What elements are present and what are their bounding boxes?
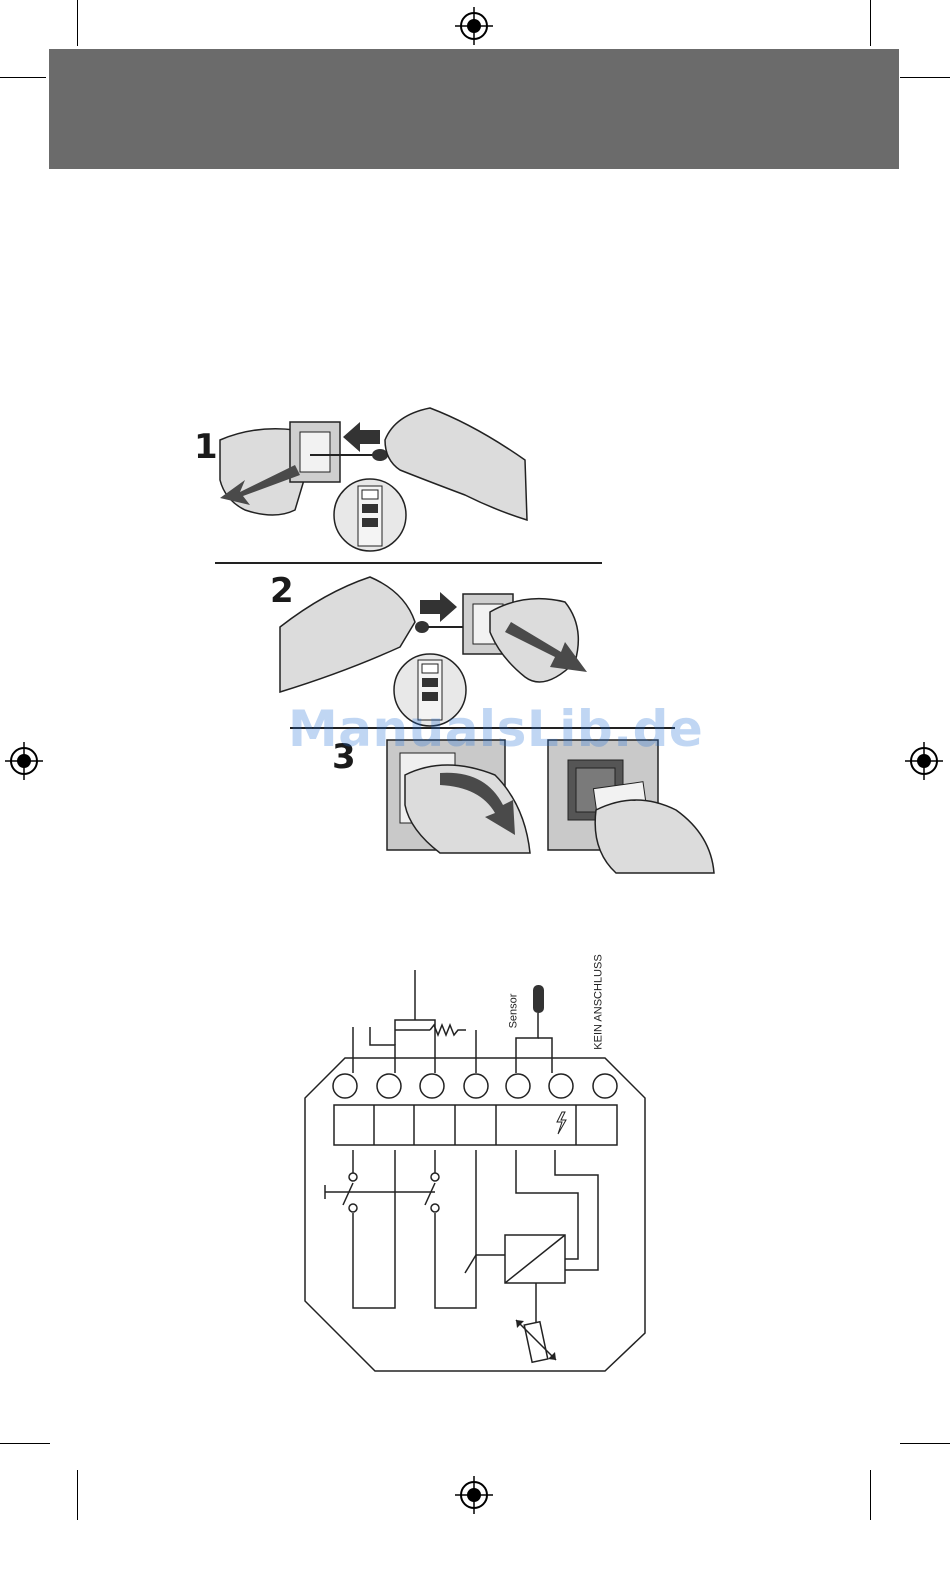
sensor-probe (533, 985, 544, 1013)
crop-mark (77, 0, 78, 46)
header-bar (49, 49, 899, 169)
registration-mark-top (455, 7, 493, 45)
no-connection-label: KEIN ANSCHLUSS (593, 954, 605, 1049)
sensor-label: Sensor (507, 994, 519, 1029)
crop-mark (0, 1443, 50, 1444)
step-1-illustration (215, 400, 535, 550)
crop-mark (870, 0, 871, 46)
crop-mark (870, 1470, 871, 1520)
crop-mark (77, 1470, 78, 1520)
wiring-diagram (300, 955, 660, 1380)
crop-mark (900, 1443, 950, 1444)
registration-mark-bottom (455, 1476, 493, 1514)
crop-mark (900, 77, 950, 78)
step-divider (215, 562, 602, 564)
crop-mark (0, 77, 46, 78)
registration-mark-left (5, 742, 43, 780)
lightning-icon (557, 1112, 566, 1134)
watermark: ManualsLib.de (288, 700, 703, 758)
registration-mark-right (905, 742, 943, 780)
